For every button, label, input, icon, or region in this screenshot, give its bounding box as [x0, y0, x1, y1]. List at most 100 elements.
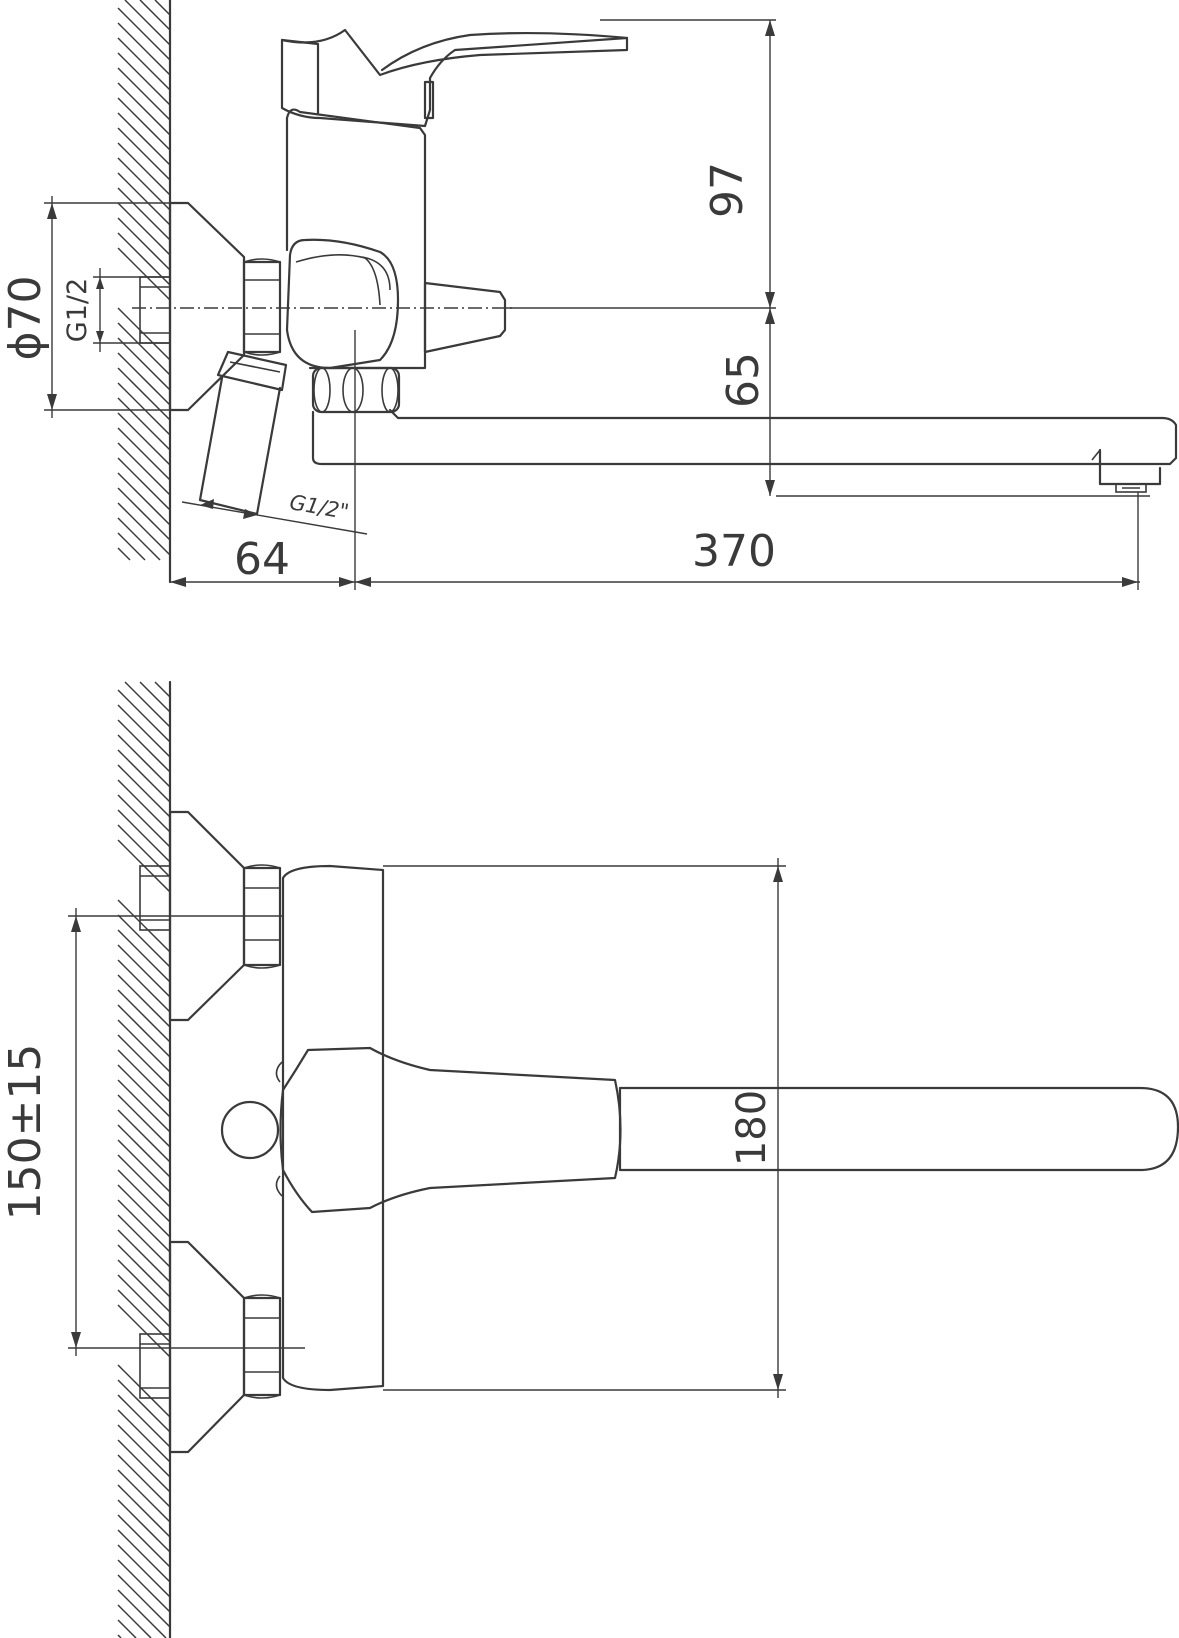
hatch-line	[117, 307, 171, 361]
hex-nut	[242, 258, 282, 356]
hatch-line	[117, 532, 146, 561]
hatch-line	[117, 1259, 171, 1313]
hatch-line	[117, 142, 171, 196]
hatch-line	[117, 397, 171, 451]
hatch-line	[117, 427, 171, 481]
hatch-line	[117, 97, 171, 151]
hatch-line	[117, 944, 171, 998]
lower-inlet	[139, 1240, 282, 1454]
hatch-line	[117, 1439, 171, 1493]
hatch-line	[117, 1094, 171, 1148]
aerator	[1091, 448, 1162, 493]
hatch-line	[117, 247, 171, 301]
hatch-line	[117, 719, 171, 773]
dim-150: 150±15	[0, 908, 81, 1356]
hatch-line	[117, 1139, 171, 1193]
hatch-line	[117, 1304, 171, 1358]
hatch-line	[117, 914, 171, 968]
hatch-line	[117, 1169, 171, 1223]
hatch-line	[117, 22, 171, 76]
hatch-line	[117, 127, 171, 181]
hatch-line	[117, 1619, 137, 1638]
hatch-line	[117, 809, 171, 863]
wall-hatching-top	[117, 0, 172, 584]
hatch-line	[117, 989, 171, 1043]
lever-handle	[280, 28, 629, 128]
side-view: 97 65 ϕ70 G1/2	[0, 0, 1178, 590]
dim-g12-outlet-label: G1/2"	[288, 490, 351, 524]
dim-180-label: 180	[729, 1090, 775, 1166]
hatch-line	[117, 1019, 171, 1073]
hatch-line	[117, 37, 171, 91]
hatch-line	[117, 1064, 171, 1118]
spout-front	[618, 1086, 1179, 1172]
hatch-line	[117, 1274, 171, 1328]
hatch-line	[117, 487, 171, 541]
hatch-line	[117, 1109, 171, 1163]
hatch-line	[117, 457, 171, 511]
hatch-line	[154, 681, 171, 698]
front-view: 150±15 180	[0, 680, 1179, 1638]
dim-65: 65	[718, 308, 1150, 497]
hatch-line	[154, 0, 171, 16]
hatch-line	[117, 1049, 171, 1103]
hatch-line	[117, 1604, 152, 1638]
wall-hatching-bottom	[117, 680, 172, 1638]
hatch-line	[117, 1454, 171, 1508]
hatch-line	[117, 1199, 171, 1253]
hatch-line	[117, 749, 171, 803]
hatch-line	[117, 1484, 171, 1538]
mixer-body-front	[281, 864, 385, 1392]
hatch-line	[117, 322, 171, 376]
cartridge-body	[285, 108, 427, 370]
lever-handle-front	[279, 1046, 622, 1214]
hatch-line	[117, 1469, 171, 1523]
dim-370-label: 370	[692, 526, 776, 577]
hatch-line	[117, 1034, 171, 1088]
hatch-line	[139, 681, 171, 713]
hatch-line	[117, 929, 171, 983]
hatch-line	[117, 974, 171, 1028]
lever-edge-front	[275, 1061, 283, 1197]
mixer-head	[285, 238, 400, 370]
hatch-line	[117, 52, 171, 106]
hatch-line	[117, 442, 171, 496]
hatch-line	[117, 1229, 171, 1283]
hatch-line	[117, 734, 171, 788]
hatch-line	[117, 1394, 171, 1448]
hatch-line	[117, 7, 171, 61]
hatch-line	[117, 1514, 171, 1568]
hatch-line	[117, 1589, 167, 1638]
hatch-line	[117, 959, 171, 1013]
hatch-line	[117, 1154, 171, 1208]
hatch-line	[117, 472, 171, 526]
hatch-line	[117, 1214, 171, 1268]
hatch-line	[117, 1529, 171, 1583]
hatch-line	[117, 779, 171, 833]
spout-tube	[311, 408, 1178, 466]
hatch-line	[117, 157, 171, 211]
dim-97-label: 97	[702, 162, 753, 218]
hatch-line	[117, 1364, 171, 1418]
hatch-line	[117, 187, 171, 241]
hatch-line	[117, 367, 171, 421]
hatch-line	[117, 1544, 171, 1598]
dim-phi70: ϕ70	[0, 196, 188, 418]
hatch-line	[117, 502, 171, 556]
hatch-line	[124, 681, 171, 728]
hatch-line	[117, 1079, 171, 1133]
hatch-line	[117, 1004, 171, 1058]
hatch-line	[117, 82, 171, 136]
hatch-line	[117, 382, 171, 436]
hatch-line	[117, 1124, 171, 1178]
dim-180: 180	[383, 858, 786, 1398]
hatch-line	[117, 547, 131, 561]
dim-g12-inlet: G1/2	[62, 268, 170, 352]
diverter-outlet	[198, 350, 288, 516]
hatch-line	[117, 172, 171, 226]
hatch-line	[124, 0, 171, 46]
dim-97: 97	[505, 19, 776, 309]
inlet-pipe-stub	[139, 276, 171, 344]
dim-65-label: 65	[718, 352, 769, 408]
